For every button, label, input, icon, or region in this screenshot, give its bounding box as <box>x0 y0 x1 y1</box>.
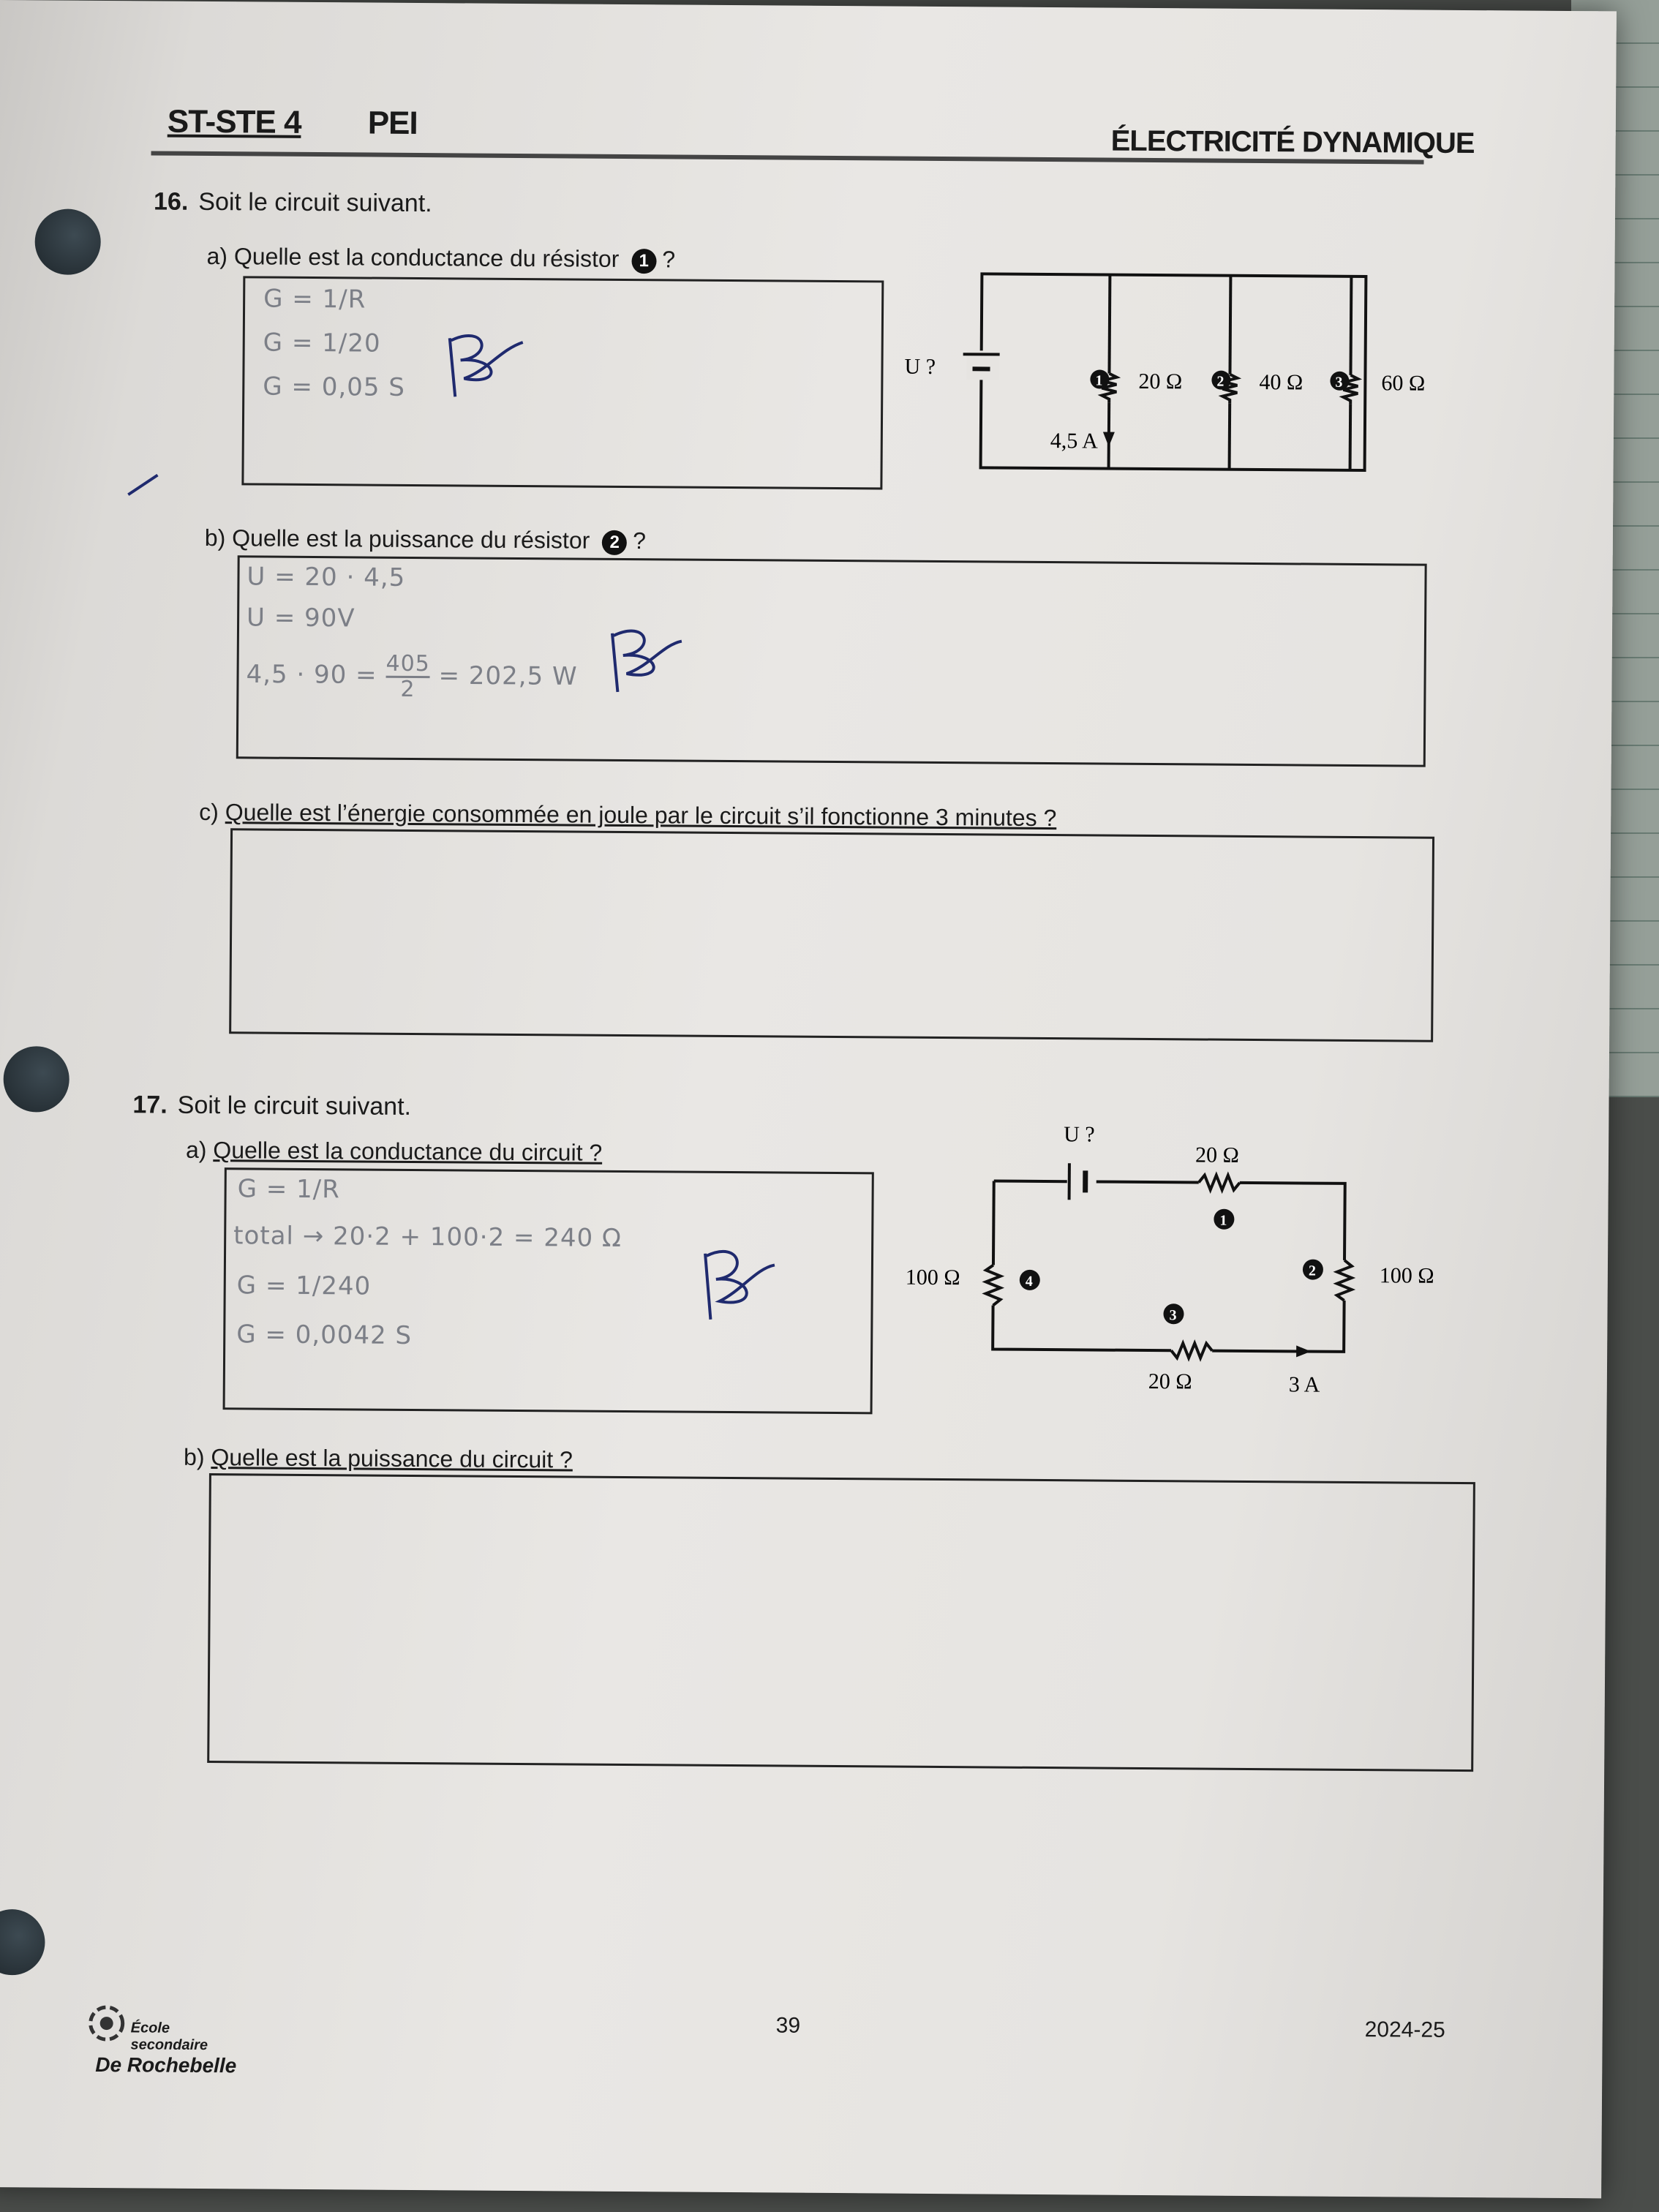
subquestion-text: Quelle est la puissance du résistor <box>232 524 590 554</box>
binder-hole <box>34 208 102 275</box>
handwritten-answer-line: G = 1/R <box>237 1174 340 1205</box>
answer-box-16c[interactable] <box>229 828 1435 1042</box>
question-number: 17. <box>132 1091 168 1119</box>
chapter-title: ÉLECTRICITÉ DYNAMIQUE <box>1110 124 1475 160</box>
question-16: 16. Soit le circuit suivant. <box>154 187 432 218</box>
question-mark: ? <box>633 527 647 554</box>
handwritten-answer-line: G = 0,05 S <box>263 372 406 402</box>
question-16c: c) Quelle est l’énergie consommée en jou… <box>199 799 1056 832</box>
pen-mark <box>127 473 159 496</box>
resistor-marker-1: 1 <box>631 248 657 274</box>
question-16a: a) Quelle est la conductance du résistor… <box>206 243 675 274</box>
logo-school-name: De Rochebelle <box>95 2053 237 2077</box>
circuit-diagram-16: U ? 4,5 A 1 20 Ω 2 40 Ω 3 60 Ω <box>904 272 1425 473</box>
answer-box-17b[interactable] <box>207 1473 1475 1772</box>
resistor-value: 60 Ω <box>1381 371 1425 395</box>
question-prompt: Soit le circuit suivant. <box>177 1091 412 1121</box>
resistor-marker-text: 4 <box>1026 1274 1033 1290</box>
program-label: PEI <box>367 105 418 141</box>
resistor-marker-2 <box>1302 1259 1323 1280</box>
subquestion-text: Quelle est la conductance du résistor <box>233 243 620 272</box>
binder-hole <box>0 1908 45 1976</box>
subquestion-label: a) <box>206 242 228 270</box>
answer-suffix: = 202,5 W <box>438 661 578 692</box>
page-number: 39 <box>775 2013 801 2038</box>
question-number: 16. <box>153 187 189 216</box>
question-16b: b) Quelle est la puissance du résistor 2… <box>205 524 646 555</box>
question-17b: b) Quelle est la puissance du circuit ? <box>184 1444 573 1474</box>
resistor-marker-text: 3 <box>1335 375 1342 391</box>
answer-box-16a[interactable]: G = 1/R G = 1/20 G = 0,05 S <box>241 276 884 490</box>
handwritten-answer-line: total → 20·2 + 100·2 = 240 Ω <box>233 1221 622 1253</box>
logo-line: École <box>130 2020 170 2036</box>
subquestion-label: b) <box>183 1443 205 1470</box>
fraction-denominator: 2 <box>400 676 415 702</box>
handwritten-answer-line: U = 90V <box>246 603 356 633</box>
subquestion-label: b) <box>204 524 226 552</box>
header-course: ST-STE 4 PEI <box>168 104 418 142</box>
school-logo-text: École secondaire De Rochebelle <box>95 2020 236 2077</box>
course-code: ST-STE 4 <box>167 103 301 140</box>
resistor-value: 20 Ω <box>1195 1143 1239 1167</box>
answer-box-17a[interactable]: G = 1/R total → 20·2 + 100·2 = 240 Ω G =… <box>222 1167 874 1415</box>
resistor-marker-3 <box>1163 1304 1184 1325</box>
resistor-marker-2: 2 <box>602 530 628 555</box>
resistor-marker-1 <box>1090 369 1110 389</box>
fraction-numerator: 405 <box>385 650 430 678</box>
subquestion-text: Quelle est la conductance du circuit ? <box>213 1137 603 1166</box>
resistor-value: 40 Ω <box>1259 370 1303 394</box>
handwritten-answer-line: G = 1/20 <box>263 328 381 358</box>
handwritten-answer-line: G = 1/R <box>263 284 366 315</box>
handwritten-answer-line: G = 1/240 <box>236 1271 372 1301</box>
school-year: 2024-25 <box>1364 2017 1445 2042</box>
resistor-value: 100 Ω <box>906 1265 960 1290</box>
grade-mark-b <box>704 1250 775 1320</box>
question-mark: ? <box>662 246 676 273</box>
source-voltage-label: U ? <box>1064 1122 1095 1146</box>
question-prompt: Soit le circuit suivant. <box>198 187 432 218</box>
grade-mark-b <box>448 334 524 397</box>
resistor-value: 20 Ω <box>1148 1369 1192 1393</box>
resistor-marker-text: 1 <box>1219 1213 1227 1229</box>
resistor-marker-4 <box>1019 1269 1040 1290</box>
grade-mark-b <box>610 629 682 693</box>
question-17: 17. Soit le circuit suivant. <box>132 1091 411 1121</box>
logo-line: secondaire <box>130 2036 208 2054</box>
binder-hole <box>3 1046 70 1113</box>
subquestion-label: c) <box>199 798 219 826</box>
school-logo-icon <box>89 2005 125 2042</box>
resistor-value: 100 Ω <box>1380 1263 1434 1288</box>
circuit-diagram-17: U ? 20 Ω 1 2 100 Ω 3 20 Ω 4 100 Ω 3 A <box>906 1122 1434 1396</box>
subquestion-text: Quelle est l’énergie consommée en joule … <box>225 799 1057 832</box>
resistor-marker-text: 2 <box>1216 374 1224 390</box>
resistor-marker-1 <box>1214 1208 1235 1230</box>
resistor-marker-text: 2 <box>1309 1263 1316 1279</box>
current-label: 3 A <box>1289 1372 1320 1396</box>
handwritten-answer-line: U = 20 · 4,5 <box>247 562 406 592</box>
resistor-value: 20 Ω <box>1138 369 1182 394</box>
resistor-marker-2 <box>1211 370 1231 390</box>
answer-prefix: 4,5 · 90 = <box>246 659 377 691</box>
worksheet-page: ST-STE 4 PEI ÉLECTRICITÉ DYNAMIQUE 16. So… <box>0 0 1617 2199</box>
resistor-marker-text: 1 <box>1095 372 1102 388</box>
source-voltage-label: U ? <box>904 355 936 379</box>
subquestion-text: Quelle est la puissance du circuit ? <box>211 1444 573 1473</box>
question-17a: a) Quelle est la conductance du circuit … <box>186 1137 602 1167</box>
resistor-marker-text: 3 <box>1169 1307 1176 1323</box>
subquestion-label: a) <box>185 1136 207 1164</box>
current-label: 4,5 A <box>1050 429 1099 453</box>
resistor-marker-3 <box>1330 371 1350 391</box>
handwritten-answer-line: G = 0,0042 S <box>236 1320 413 1350</box>
